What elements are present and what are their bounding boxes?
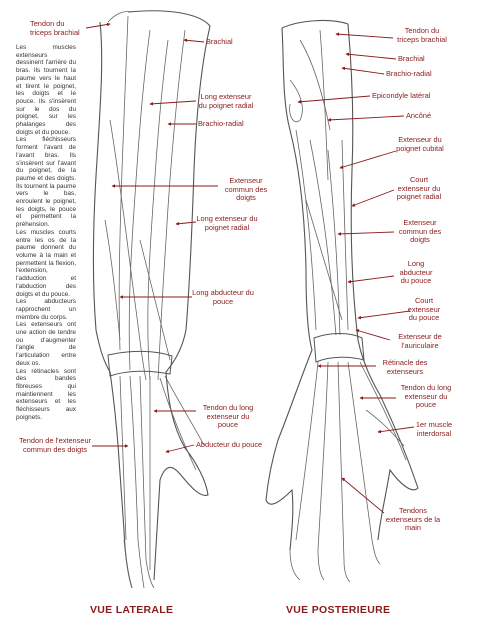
posterior-arm-drawing xyxy=(265,20,419,583)
label-brachial-left: Brachial xyxy=(206,37,233,46)
note-extenseurs-action: Les extenseurs ont une action de tendre … xyxy=(16,321,76,367)
label-ext-cubital: Extenseur du poignet cubital xyxy=(396,135,444,153)
label-brachio-radial-right: Brachio-radial xyxy=(386,69,432,78)
label-long-abducteur-left: Long abducteur du pouce xyxy=(192,288,254,306)
label-ext-auriculaire: Extenseur de l'auriculaire xyxy=(398,332,442,350)
label-tendon-ext-commun-left: Tendon de l'extenseur commun des doigts xyxy=(18,436,92,454)
label-tendon-long-ext-pouce-right: Tendon du long extenseur du pouce xyxy=(400,383,452,410)
lateral-leader-lines xyxy=(85,22,218,454)
label-ancone: Ancôné xyxy=(406,111,432,120)
label-tendon-long-ext-pouce-left: Tendon du long extenseur du pouce xyxy=(202,403,254,430)
label-brachio-radial-left: Brachio-radial xyxy=(198,119,244,128)
lateral-arm-drawing xyxy=(92,10,211,589)
label-long-ext-radial-left: Long extenseur du poignet radial xyxy=(196,214,258,232)
label-interdorsal: 1er muscle interdorsal xyxy=(415,420,453,438)
note-abducteurs: Les abducteurs rapprochent un membre du … xyxy=(16,298,76,321)
caption-vue-laterale: VUE LATERALE xyxy=(90,604,174,616)
label-tendon-triceps-right: Tendon du triceps brachial xyxy=(397,26,447,44)
note-flechisseurs: Les fléchisseurs forment l'avant de l'av… xyxy=(16,136,76,229)
caption-vue-posterieure: VUE POSTERIEURE xyxy=(286,604,391,616)
label-brachial-right: Brachial xyxy=(398,54,425,63)
label-court-ext-radial: Court extenseur du poignet radial xyxy=(396,175,442,202)
label-abducteur-pouce-left: Abducteur du pouce xyxy=(196,440,263,449)
note-muscles-courts: Les muscles courts entre les os de la pa… xyxy=(16,228,76,298)
label-retinacle: Rétinacle des extenseurs xyxy=(382,358,428,376)
label-ext-commun-right: Extenseur commun des doigts xyxy=(398,218,442,245)
notes-column: Les muscles extenseurs dessinent l'arriè… xyxy=(16,44,76,421)
label-court-ext-pouce: Court extenseur du pouce xyxy=(407,296,441,323)
label-epicondyle: Epicondyle latéral xyxy=(372,91,431,100)
label-ext-commun-left: Extenseur commun des doigts xyxy=(224,176,268,203)
label-long-abducteur-right: Long abducteur du pouce xyxy=(399,259,433,286)
note-retinacles: Les rétinacles sont des bandes fibreuses… xyxy=(16,367,76,421)
label-tendon-triceps-left: Tendon du triceps brachial xyxy=(30,19,80,37)
posterior-leader-lines xyxy=(297,32,415,514)
label-tendons-main: Tendons extenseurs de la main xyxy=(385,506,441,533)
note-extenseurs: Les muscles extenseurs dessinent l'arriè… xyxy=(16,44,76,136)
label-long-ext-radial-top: Long extenseur du poignet radial xyxy=(198,92,254,110)
